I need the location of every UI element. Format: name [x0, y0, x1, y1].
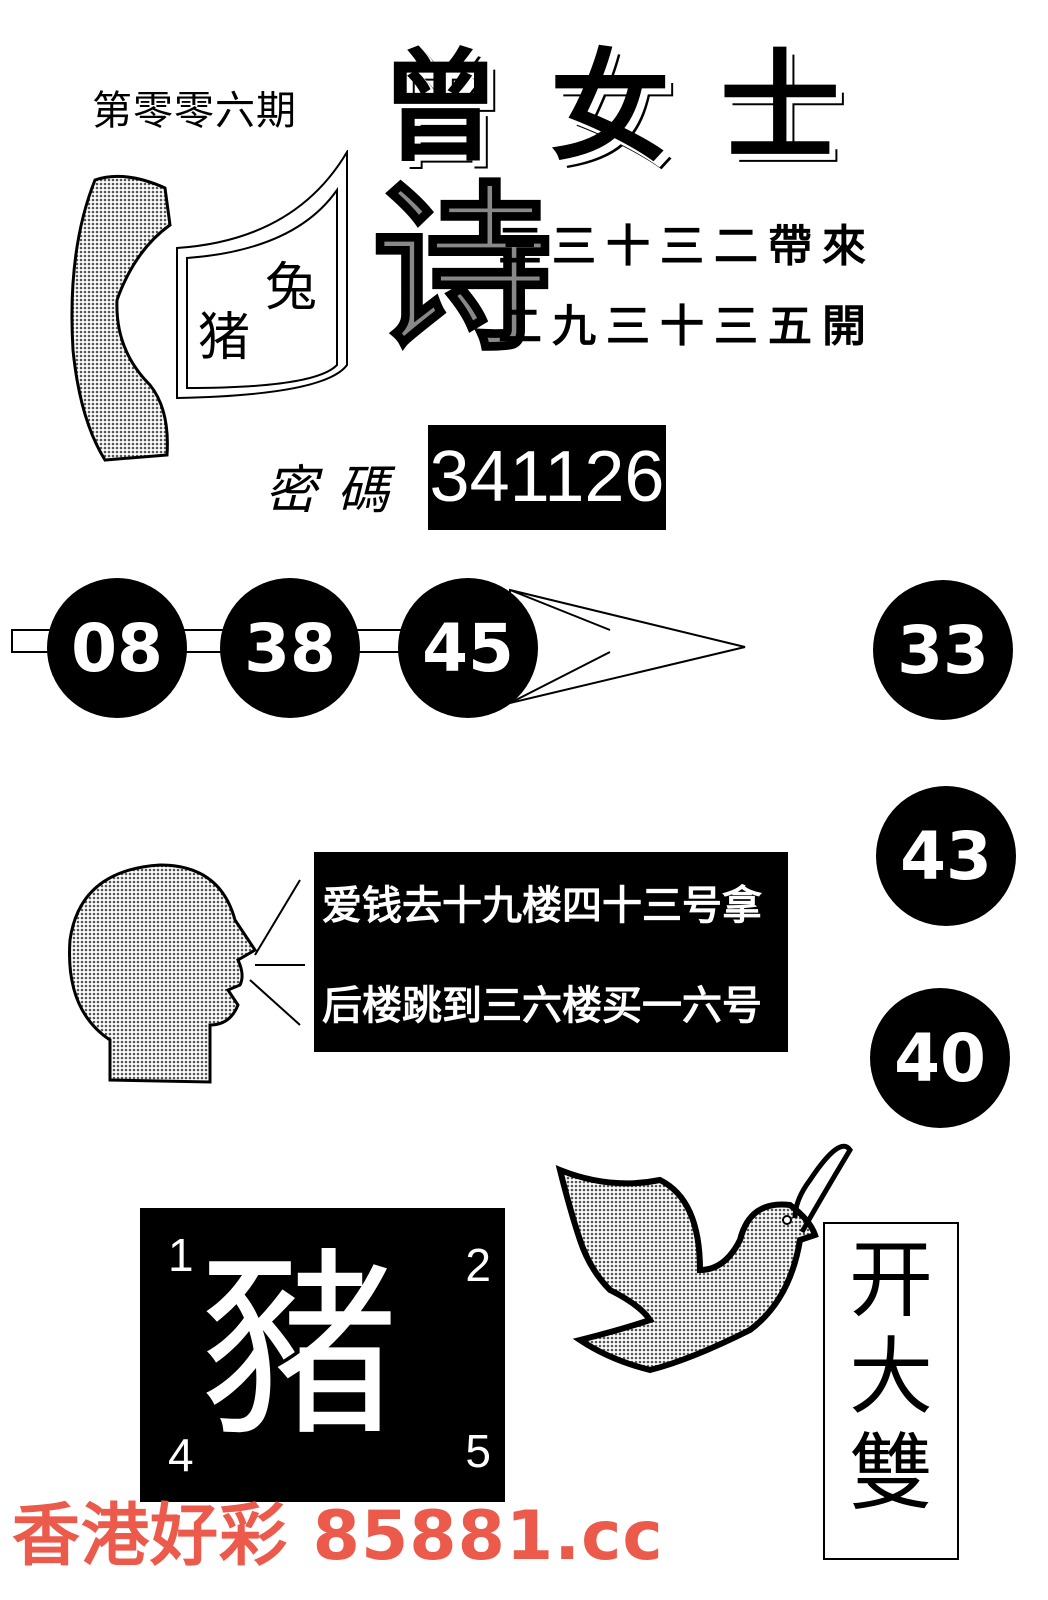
side-char: 大: [848, 1327, 933, 1426]
zodiac-char: 豬: [200, 1231, 401, 1464]
number-ball: 38: [220, 578, 360, 718]
number-ball: 33: [873, 580, 1013, 720]
phone-handset-icon: [70, 174, 172, 462]
page-title: 曾女士: [380, 37, 890, 178]
message-line-1: 爱钱去十九楼四十三号拿: [322, 883, 762, 929]
secret-code-value: 341126: [428, 425, 666, 530]
watermark: 香港好彩 85881.cc: [12, 1497, 664, 1576]
number-ball: 45: [398, 578, 538, 718]
zodiac-box: 1 2 4 5 豬: [140, 1208, 505, 1502]
poem-line-2: 二九三十三五開: [498, 301, 876, 352]
speaking-head-icon: [68, 863, 305, 1084]
number-ball: 08: [47, 578, 187, 718]
card-char-pig: 猪: [198, 308, 251, 368]
dove-icon: [555, 1143, 853, 1374]
number-ball: 40: [870, 988, 1010, 1128]
poem-line-1: 三三十三二帶來: [498, 221, 876, 272]
corner-number: 2: [465, 1239, 491, 1291]
paper-card: [176, 150, 348, 400]
side-box: 开 大 雙: [823, 1222, 959, 1560]
corner-number: 4: [168, 1429, 194, 1481]
number-ball: 43: [876, 786, 1016, 926]
side-char: 雙: [848, 1424, 933, 1523]
corner-number: 5: [465, 1425, 491, 1477]
corner-number: 1: [168, 1229, 194, 1281]
side-char: 开: [848, 1231, 933, 1329]
card-char-rabbit: 兔: [265, 258, 318, 318]
secret-code-label: 密碼: [265, 461, 410, 521]
issue-number: 第零零六期: [92, 88, 297, 134]
message-line-2: 后楼跳到三六楼买一六号: [322, 983, 762, 1029]
message-box: 爱钱去十九楼四十三号拿 后楼跳到三六楼买一六号: [314, 852, 788, 1052]
poem-label: 诗: [370, 164, 553, 375]
